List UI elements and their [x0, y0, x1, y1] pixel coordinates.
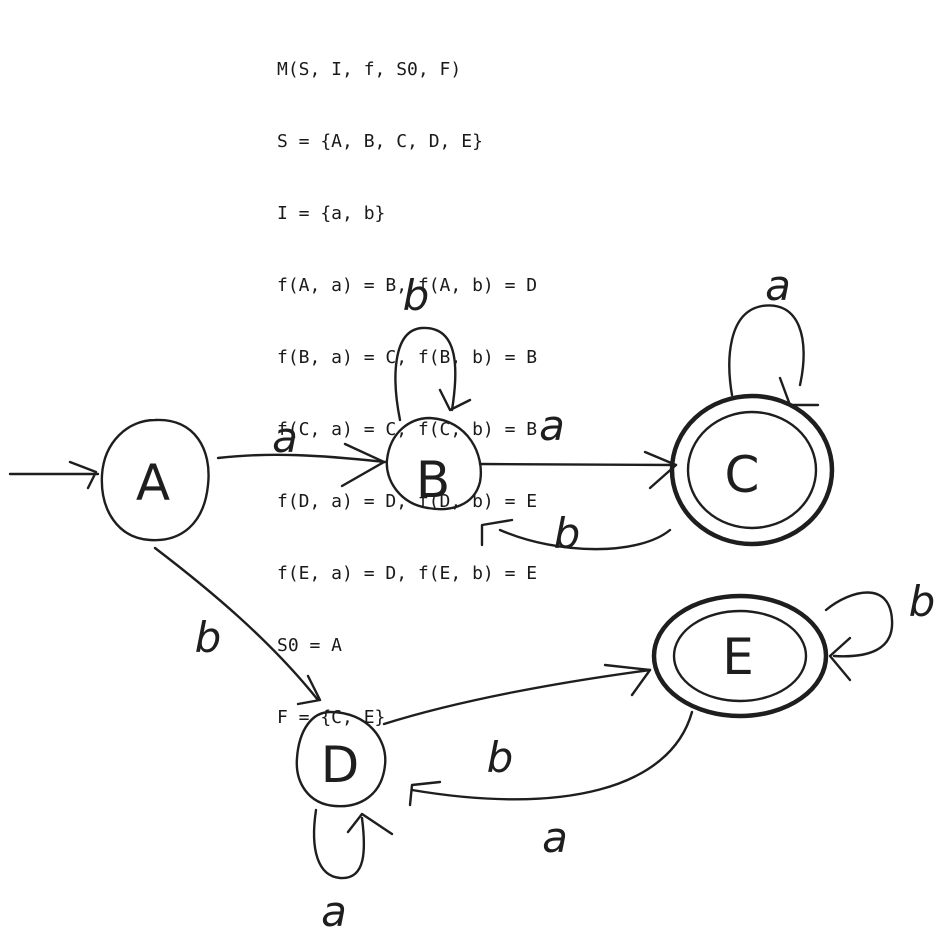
state-c-inner-ring [686, 410, 818, 530]
definition-line-f-e: f(E, a) = D, f(E, b) = E [277, 563, 538, 584]
definition-line-start: S0 = A [277, 635, 343, 656]
transition-a-to-b-label: a [272, 413, 298, 462]
definition-line-f-c: f(C, a) = C, f(C, b) = B [277, 419, 538, 440]
transition-d-to-e-label: b [487, 733, 514, 782]
transition-b-loop: b [394, 271, 472, 422]
transition-b-to-c: a [478, 401, 678, 490]
state-e-inner-ring [672, 609, 808, 703]
definition-line-tuple: M(S, I, f, S0, F) [277, 59, 462, 80]
transition-b-to-c-label: a [539, 401, 565, 450]
start-arrow [8, 460, 100, 490]
transition-e-to-d-label: a [542, 813, 568, 862]
machine-definition: M(S, I, f, S0, F) S = {A, B, C, D, E} I … [277, 10, 537, 754]
transition-a-to-d-label: b [195, 613, 222, 662]
transition-a-to-d: b [153, 546, 322, 706]
state-d-circle [295, 710, 387, 808]
definition-line-f-b: f(B, a) = C, f(B, b) = B [277, 347, 538, 368]
state-b: B [385, 416, 483, 511]
transition-e-loop: b [824, 577, 936, 682]
state-a-label: A [136, 454, 170, 512]
definition-line-f-a: f(A, a) = B, f(A, b) = D [277, 275, 538, 296]
definition-line-inputs: I = {a, b} [277, 203, 386, 224]
state-d-label: D [321, 736, 360, 794]
transition-d-loop-label: a [321, 887, 347, 936]
state-b-label: B [416, 451, 450, 509]
transition-c-loop-label: a [765, 261, 791, 310]
state-c-label: C [725, 446, 760, 504]
transition-c-loop: a [728, 261, 820, 407]
transition-b-loop-label: b [403, 271, 430, 320]
transition-c-to-b-label: b [554, 509, 581, 558]
state-b-circle [385, 416, 483, 511]
state-e-label: E [722, 628, 754, 686]
transition-d-loop: a [312, 808, 394, 936]
transition-a-to-b: a [216, 413, 387, 488]
transition-d-to-e: b [382, 663, 652, 782]
transition-c-to-b: b [480, 509, 672, 558]
state-d: D [295, 710, 387, 808]
definition-line-states: S = {A, B, C, D, E} [277, 131, 483, 152]
state-a-circle [100, 418, 210, 542]
state-e-outer-ring [651, 593, 829, 719]
state-a: A [100, 418, 210, 542]
transition-e-to-d: a [408, 710, 694, 862]
state-c: C [669, 393, 835, 547]
state-e: E [651, 593, 829, 719]
transition-e-loop-label: b [909, 577, 936, 626]
